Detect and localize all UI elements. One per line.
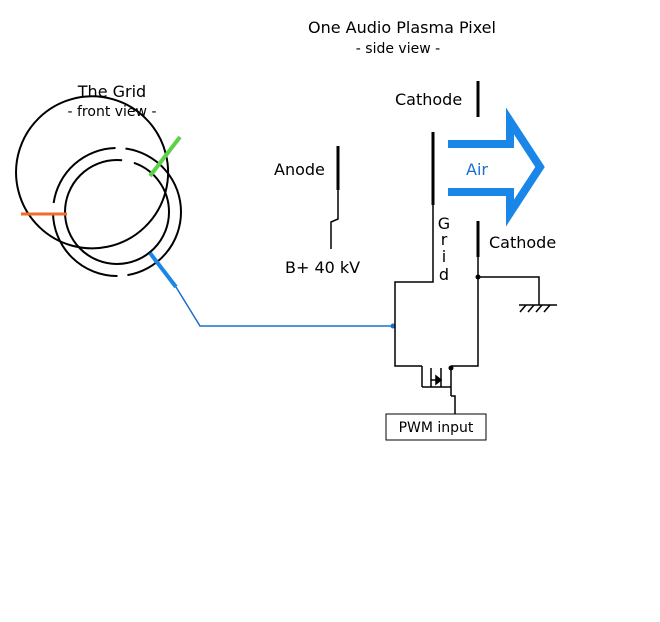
cathode-junction [475,274,481,280]
grid-ring-inner [64,159,170,265]
grid-letter: r [441,230,448,249]
cathode-to-ground [477,257,540,305]
pixel-view-title: One Audio Plasma Pixel [308,18,496,37]
supply-label: B+ 40 kV [285,258,360,277]
grid-ring-outer [15,95,169,250]
cathode-bottom-label: Cathode [489,233,556,252]
pwm-input-label: PWM input [399,420,474,436]
grid-lead [394,205,434,367]
mosfet-junction [448,365,454,371]
grid-tab-green [148,135,182,178]
pwm-input-box [385,413,487,441]
grid-ring-middle [52,147,182,277]
grid-letter: i [442,247,446,266]
grid-letter: d [439,265,449,284]
circuit-wiring [394,205,540,367]
grid-rings [15,95,182,277]
mosfet-icon [421,366,456,414]
cathode-top-label: Cathode [395,90,462,109]
grid-wire [175,286,393,327]
anode-lead [330,190,339,249]
air-label: Air [466,160,488,179]
grid-letter: G [438,214,450,233]
grid-view-subtitle: - front view - [68,104,157,120]
ground-icon [519,304,557,313]
pixel-view-subtitle: - side view - [356,41,440,57]
grid-vertical-label: G r i d [438,214,450,284]
cathode-to-mosfet [451,277,479,367]
anode-label: Anode [274,160,325,179]
air-arrow [448,107,545,227]
grid-tab-blue [148,251,178,289]
